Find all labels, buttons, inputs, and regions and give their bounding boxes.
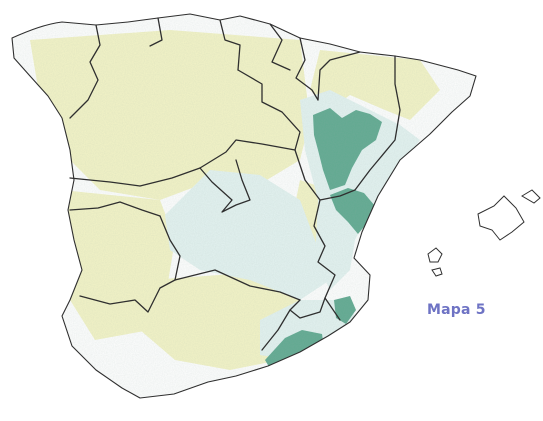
border-aragon-west xyxy=(317,51,361,101)
border-aragon-catalonia xyxy=(354,55,401,191)
border-andalucia-north xyxy=(174,269,301,301)
mallorca-island xyxy=(477,195,525,241)
regional-borders xyxy=(69,17,401,351)
border-navarra xyxy=(295,37,319,101)
border-asturias xyxy=(149,17,163,47)
menorca-island xyxy=(521,189,541,204)
border-valencia-west xyxy=(313,199,336,299)
border-galicia xyxy=(69,24,101,119)
border-cantabria xyxy=(219,19,241,71)
border-murcia xyxy=(289,297,341,321)
border-extremadura-north xyxy=(69,201,161,217)
border-castilla-leon-east xyxy=(237,69,301,151)
ibiza-island xyxy=(427,247,443,263)
formentera-island xyxy=(431,267,443,277)
border-madrid xyxy=(199,159,251,213)
border-andalucia-east xyxy=(261,309,291,351)
balearic-islands xyxy=(427,189,541,277)
border-basque xyxy=(269,23,291,71)
border-castilla-mancha-west xyxy=(159,215,181,281)
border-extremadura-andalucia xyxy=(79,279,176,313)
map-label: Mapa 5 xyxy=(427,302,486,318)
